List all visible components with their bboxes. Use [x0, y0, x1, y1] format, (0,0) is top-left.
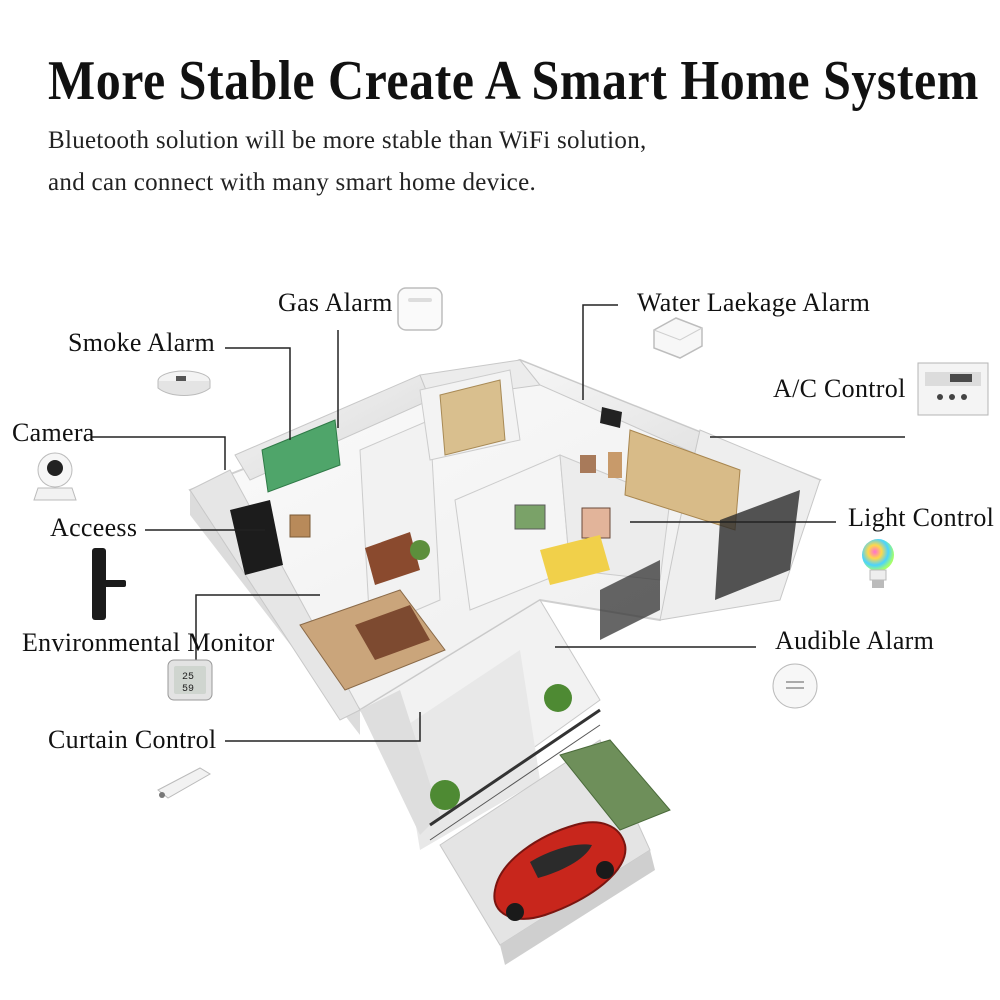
label-curtain-control: Curtain Control	[48, 725, 217, 754]
environmental-monitor-icon	[167, 659, 213, 701]
label-environmental-monitor: Environmental Monitor	[22, 628, 275, 657]
ac-control-icon	[917, 362, 989, 416]
label-access: Acceess	[50, 513, 138, 542]
red-car	[493, 821, 627, 921]
label-water-leakage-alarm: Water Laekage Alarm	[637, 288, 871, 317]
page-title: More Stable Create A Smart Home System	[48, 48, 979, 112]
smoke-alarm-icon	[157, 370, 211, 396]
label-smoke-alarm: Smoke Alarm	[68, 328, 216, 357]
env-temperature-readout: 25	[182, 672, 194, 683]
subtitle-line-2: and can connect with many smart home dev…	[48, 169, 537, 196]
leader-lines	[92, 304, 905, 742]
access-lock-icon	[92, 548, 126, 620]
label-light-control: Light Control	[848, 503, 995, 532]
water-leakage-alarm-icon	[653, 317, 703, 359]
audible-alarm-icon	[772, 663, 818, 709]
curtain-control-icon	[157, 767, 211, 799]
label-camera: Camera	[12, 418, 95, 447]
label-audible-alarm: Audible Alarm	[775, 626, 935, 655]
light-bulb-icon	[862, 539, 894, 588]
label-ac-control: A/C Control	[773, 374, 906, 403]
subtitle-line-1: Bluetooth solution will be more stable t…	[48, 127, 647, 154]
gas-alarm-icon	[397, 287, 443, 331]
env-humidity-readout: 59	[182, 684, 194, 695]
label-gas-alarm: Gas Alarm	[278, 288, 393, 317]
camera-icon	[33, 452, 77, 501]
